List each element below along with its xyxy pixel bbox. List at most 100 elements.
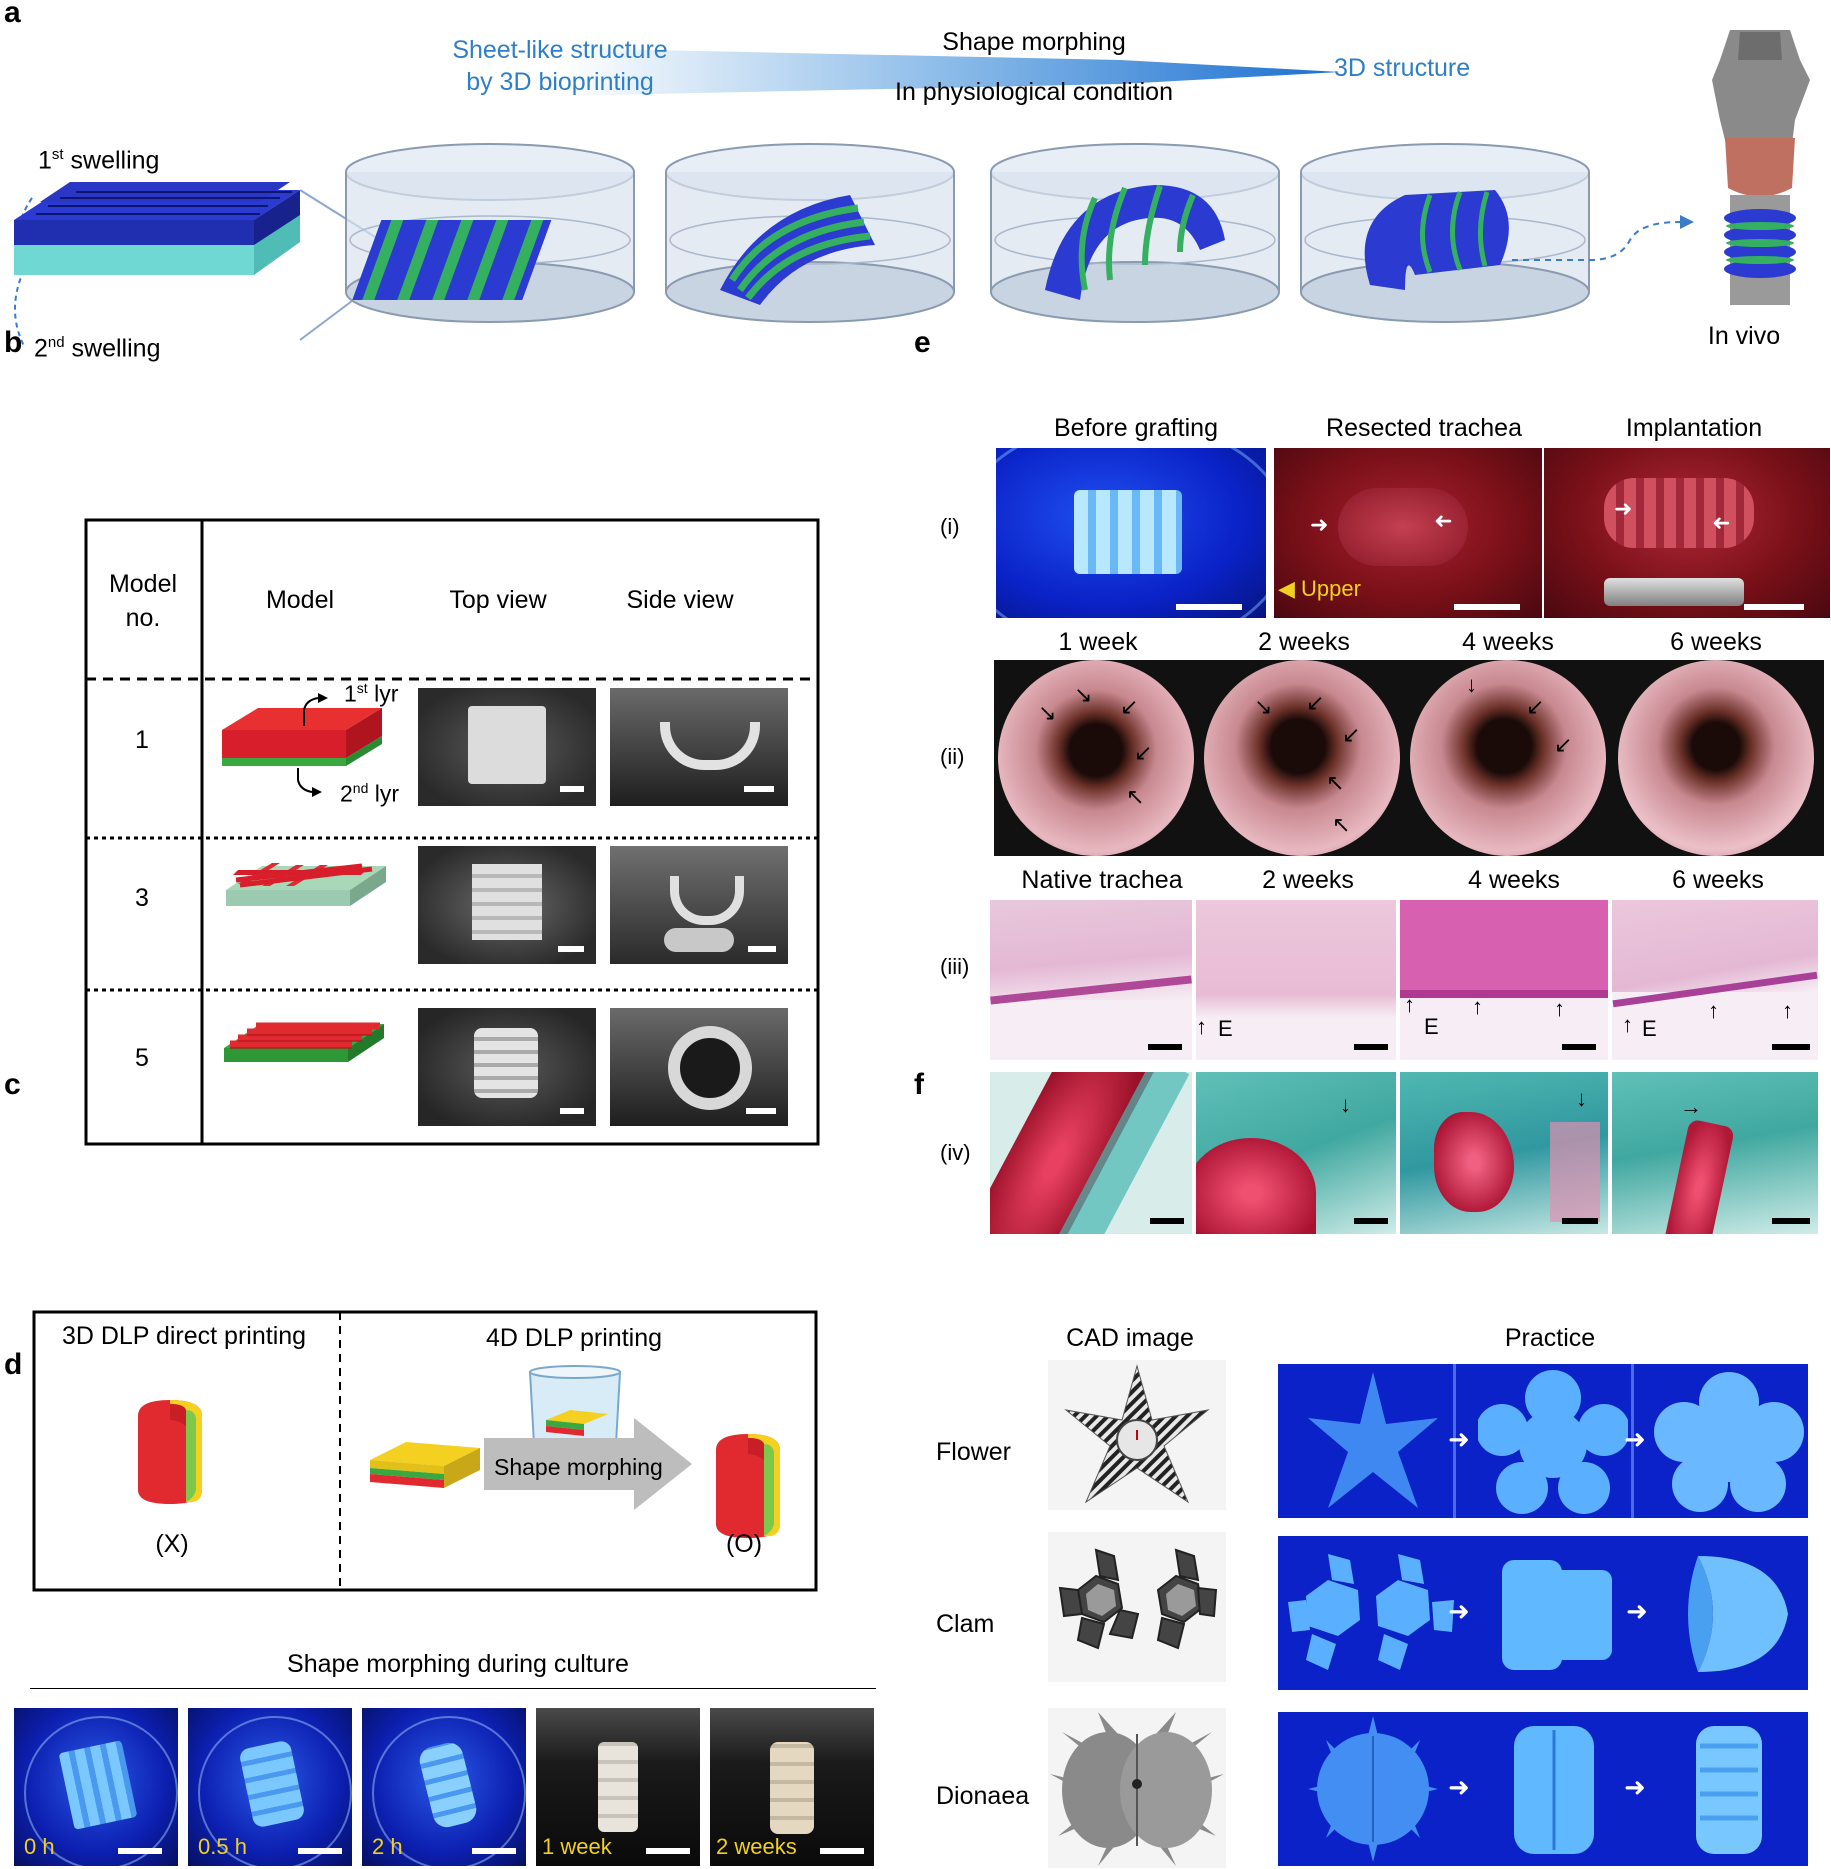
resected-trachea-photo: ➜ ➜ ◀ Upper: [1274, 448, 1542, 618]
second-swelling-label: 2nd swelling: [34, 334, 161, 363]
scale-bar: [118, 1848, 162, 1854]
black-arrow: ↙: [1306, 690, 1325, 715]
practice-flower: ➜ ➜: [1278, 1364, 1808, 1518]
time-label-0-5h: 0.5 h: [198, 1834, 247, 1859]
panel-label-b: b: [4, 326, 23, 359]
4d-printing-title: 4D DLP printing: [485, 1324, 663, 1352]
black-arrow: ↑: [1708, 998, 1719, 1023]
4d-printed-stack: [370, 1442, 480, 1488]
black-arrow: ↑: [1622, 1012, 1633, 1037]
scale-bar: [820, 1848, 864, 1854]
culture-photo-2h: 2 h: [362, 1708, 526, 1866]
panel-label-d: d: [4, 1348, 23, 1381]
4d-printed-roll: [716, 1434, 780, 1538]
trachea-model: [1712, 30, 1810, 305]
white-arrow: ➜: [1448, 1424, 1470, 1454]
title-bronch-1week: 1 week: [1058, 628, 1138, 656]
black-arrow: ↖: [1126, 784, 1145, 809]
flower-stage-2: [1478, 1370, 1628, 1514]
black-arrow: ↘: [1254, 694, 1273, 719]
shape-morphing-arrow-label: Shape morphing: [494, 1454, 663, 1480]
row-label-iv: (iv): [940, 1140, 971, 1165]
time-label-0h: 0 h: [24, 1834, 55, 1859]
black-arrow: ↙: [1526, 694, 1545, 719]
he-native-trachea: [990, 900, 1192, 1060]
model-table-frame: [84, 518, 820, 1146]
black-arrow: ↖: [1326, 770, 1345, 795]
bronchoscopy-2weeks: ↘ ↙ ↙ ↖ ↖: [1200, 660, 1406, 856]
header-model: Model: [265, 586, 335, 614]
row-label-clam: Clam: [936, 1610, 995, 1638]
second-layer-label: 2nd lyr: [340, 780, 400, 807]
before-grafting-photo: [996, 448, 1266, 618]
model-5-side-view-photo: [610, 1008, 788, 1126]
black-arrow: ↑: [1554, 996, 1565, 1021]
sheet-structure-line1: Sheet-like structure: [452, 36, 668, 64]
row-label-iii: (iii): [940, 954, 970, 979]
scale-bar: [1150, 1218, 1184, 1224]
scale-bar: [646, 1848, 690, 1854]
title-bronch-4weeks: 4 weeks: [1462, 628, 1554, 656]
title-histo-2weeks: 2 weeks: [1262, 866, 1354, 894]
black-arrow: ↘: [1038, 700, 1057, 725]
black-arrow: ↙: [1134, 740, 1153, 765]
black-arrow: ↙: [1120, 694, 1139, 719]
direct-printing-title: 3D DLP direct printing: [61, 1322, 307, 1350]
model-number-5: 5: [135, 1044, 149, 1072]
culture-photo-0-5h: 0.5 h: [188, 1708, 352, 1866]
white-arrow: ➜: [1624, 1772, 1646, 1802]
scale-bar: [560, 786, 584, 792]
culture-dish-4: [1300, 143, 1590, 323]
implantation-photo: ➜ ➜: [1544, 448, 1830, 618]
title-histo-6weeks: 6 weeks: [1672, 866, 1764, 894]
model-number-3: 3: [135, 884, 149, 912]
black-arrow: ↑: [1472, 994, 1483, 1019]
dionaea-stage-2: [1514, 1726, 1594, 1854]
implant-dashed-arrow: [1512, 215, 1694, 261]
scale-bar: [560, 1108, 584, 1114]
bronchoscopy-4weeks: ↓ ↙ ↙: [1406, 660, 1612, 856]
first-swelling-label: 1st swelling: [38, 146, 160, 175]
model-1-top-view-photo: [418, 688, 596, 806]
model-3-top-view-photo: [418, 846, 596, 964]
flower-stage-3: [1654, 1372, 1804, 1512]
epithelium-label: E: [1218, 1016, 1233, 1041]
clam-stage-3: [1688, 1556, 1788, 1672]
white-arrow: ➜: [1434, 508, 1453, 533]
scale-bar: [1148, 1044, 1182, 1050]
culture-morphing-title: Shape morphing during culture: [287, 1650, 629, 1678]
structure-3d-label: 3D structure: [1334, 54, 1471, 82]
black-arrow: ↖: [1332, 812, 1351, 837]
culture-dish-1: [345, 143, 635, 323]
header-top-view: Top view: [449, 586, 547, 614]
direct-printing-result: (X): [155, 1530, 189, 1558]
safranin-6weeks: →: [1612, 1072, 1818, 1234]
white-arrow: ➜: [1310, 512, 1329, 537]
row-label-ii: (ii): [940, 744, 965, 769]
shape-morphing-label: Shape morphing: [942, 28, 1126, 56]
scale-bar: [1562, 1218, 1598, 1224]
scale-bar: [1454, 604, 1520, 610]
header-model-no-line2: no.: [125, 604, 161, 632]
scale-bar: [1354, 1218, 1388, 1224]
white-arrow: ➜: [1448, 1772, 1470, 1802]
culture-photo-2weeks: 2 weeks: [710, 1708, 874, 1866]
black-arrow: ↑: [1196, 1014, 1207, 1039]
scale-bar: [1772, 1218, 1810, 1224]
in-vivo-label: In vivo: [1707, 322, 1781, 350]
title-histo-4weeks: 4 weeks: [1468, 866, 1560, 894]
scale-bar: [744, 786, 774, 792]
dionaea-stage-3: [1696, 1726, 1762, 1854]
epithelium-label: E: [1642, 1016, 1657, 1041]
title-resected-trachea: Resected trachea: [1326, 414, 1522, 442]
scale-bar: [1744, 604, 1804, 610]
col-header-practice: Practice: [1504, 1324, 1596, 1352]
model-3-sketch: [226, 863, 386, 906]
black-arrow: ↓: [1340, 1092, 1351, 1117]
panel-label-e: e: [914, 326, 931, 359]
he-4weeks: ↑ ↑ ↑ E: [1400, 900, 1608, 1060]
model-1-side-view-photo: [610, 688, 788, 806]
safranin-4weeks: ↓: [1400, 1072, 1608, 1234]
panel-label-a: a: [4, 0, 21, 29]
white-arrow: ➜: [1712, 510, 1731, 535]
